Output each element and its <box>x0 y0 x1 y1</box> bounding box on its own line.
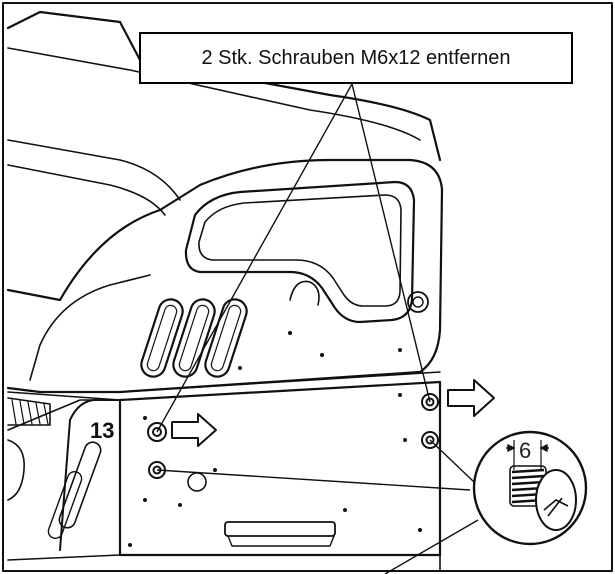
side-panel <box>118 380 442 557</box>
screw-detail-view <box>472 430 588 546</box>
hinge <box>289 280 320 306</box>
vent-slot-1 <box>140 298 184 378</box>
leader-line-1 <box>156 83 353 433</box>
screw-4 <box>421 431 439 449</box>
lid-handle <box>184 180 416 324</box>
vent-slot-2 <box>172 298 216 378</box>
instruction-callout: 2 Stk. Schrauben M6x12 entfernen <box>139 32 573 84</box>
panel-handle <box>224 521 336 537</box>
vent-slot-3 <box>204 298 248 378</box>
direction-arrow-left <box>171 413 217 447</box>
lid-side-panel <box>6 158 444 394</box>
screw-3 <box>421 393 439 411</box>
leader-line-2 <box>351 83 431 403</box>
direction-arrow-right <box>447 379 495 417</box>
screw-1 <box>147 422 167 442</box>
dimension-label: 6 <box>519 438 532 463</box>
leader-line-3 <box>156 469 471 491</box>
step-number: 13 <box>90 418 115 443</box>
